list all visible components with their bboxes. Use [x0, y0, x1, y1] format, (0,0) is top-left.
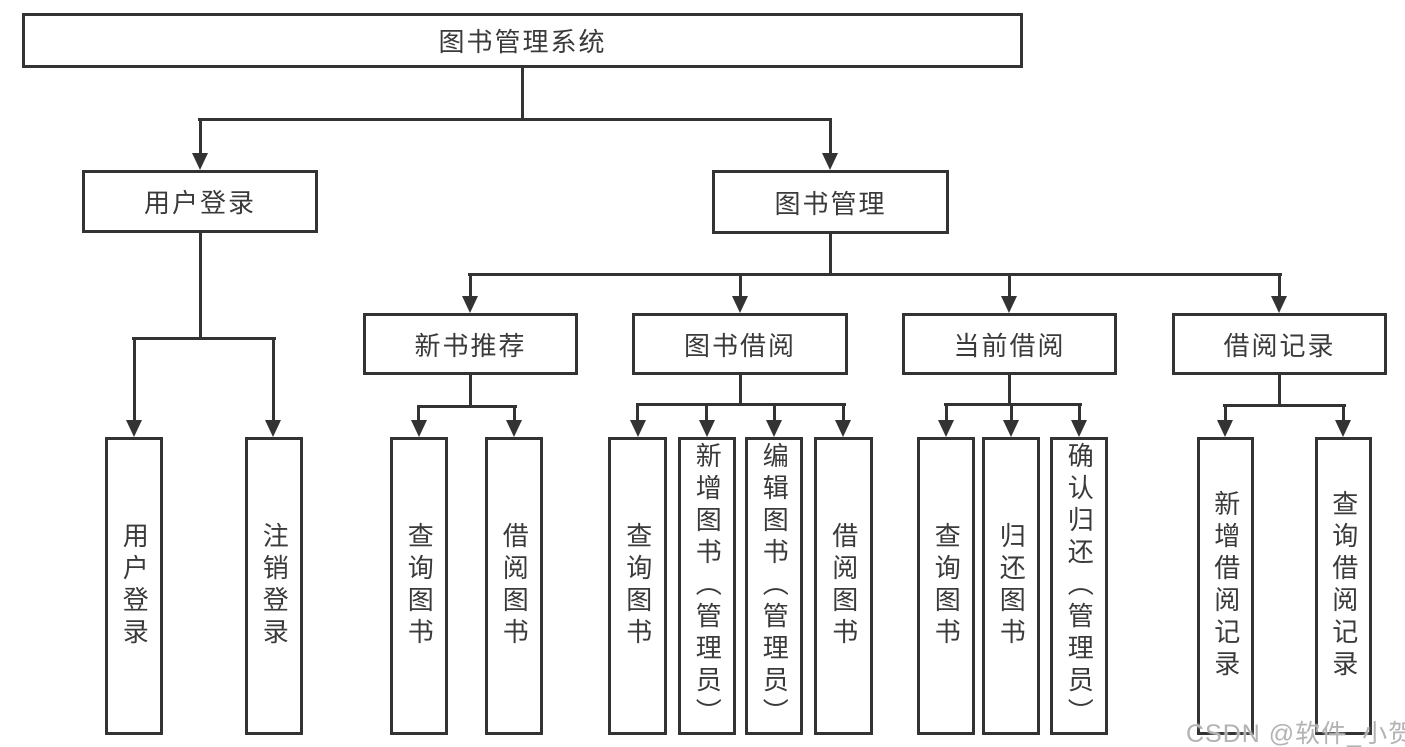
connector-line [636, 403, 639, 422]
connector-line [739, 273, 742, 298]
arrowhead-down-icon [938, 420, 954, 437]
arrowhead-down-icon [1003, 420, 1019, 437]
node-current-borrowing: 当前借阅 [902, 313, 1117, 375]
connector-line [469, 375, 472, 408]
node-leaf-return-books: 归还图书 [982, 437, 1040, 735]
connector-line [705, 403, 708, 422]
arrowhead-down-icon [1071, 420, 1087, 437]
node-label: 新增图书（管理员） [692, 442, 723, 730]
connector-line [521, 68, 524, 121]
connector-line [1278, 273, 1281, 298]
connector-line [199, 118, 202, 155]
node-label: 用户登录 [119, 522, 150, 650]
node-leaf-logout: 注销登录 [245, 437, 303, 735]
node-leaf-borrow-books: 借阅图书 [814, 437, 873, 735]
connector-line [1278, 375, 1281, 407]
arrowhead-down-icon [126, 420, 142, 437]
connector-line [199, 233, 202, 340]
node-label: 当前借阅 [953, 330, 1066, 361]
node-leaf-add-borrow-record: 新增借阅记录 [1197, 437, 1254, 735]
node-label: 用户登录 [143, 188, 256, 218]
node-user-login: 用户登录 [82, 170, 318, 233]
node-book-management: 图书管理 [712, 170, 949, 234]
node-leaf-query-books-borrowing: 查询图书 [608, 437, 667, 735]
connector-line [1223, 404, 1346, 407]
node-label: 查询图书 [622, 522, 653, 650]
connector-line [1078, 403, 1081, 422]
arrowhead-down-icon [835, 420, 851, 437]
connector-line [1008, 273, 1011, 298]
arrowhead-down-icon [265, 420, 281, 437]
connector-line [133, 337, 136, 422]
node-root: 图书管理系统 [22, 13, 1023, 68]
connector-line [945, 403, 948, 422]
node-root-label: 图书管理系统 [438, 27, 607, 57]
node-borrow-records: 借阅记录 [1172, 313, 1387, 375]
connector-line [132, 337, 276, 340]
node-label: 借阅图书 [499, 522, 530, 650]
connector-line [198, 118, 832, 121]
node-leaf-add-books-admin: 新增图书（管理员） [678, 437, 736, 735]
node-label: 新增借阅记录 [1210, 490, 1241, 682]
connector-line [417, 405, 420, 422]
connector-line [944, 403, 1082, 406]
node-label: 确认归还（管理员） [1064, 442, 1095, 730]
node-leaf-borrow-books-recommend: 借阅图书 [485, 437, 543, 735]
arrowhead-down-icon [462, 296, 478, 313]
connector-line [842, 403, 845, 422]
node-leaf-confirm-return-admin: 确认归还（管理员） [1050, 437, 1108, 735]
connector-line [469, 273, 472, 298]
node-label: 新书推荐 [414, 330, 527, 361]
arrowhead-down-icon [1001, 296, 1017, 313]
node-label: 注销登录 [259, 522, 290, 650]
arrowhead-down-icon [192, 153, 208, 170]
node-label: 归还图书 [996, 522, 1027, 650]
node-leaf-query-books-current: 查询图书 [917, 437, 975, 735]
arrowhead-down-icon [1217, 420, 1233, 437]
connector-line [1342, 404, 1345, 422]
arrowhead-down-icon [506, 420, 522, 437]
connector-line [1010, 403, 1013, 422]
node-leaf-query-borrow-record: 查询借阅记录 [1315, 437, 1372, 735]
node-leaf-query-books-recommend: 查询图书 [390, 437, 448, 735]
arrowhead-down-icon [732, 296, 748, 313]
connector-line [1008, 375, 1011, 406]
connector-line [829, 118, 832, 155]
node-label: 图书管理 [774, 188, 887, 219]
node-label: 编辑图书（管理员） [759, 442, 790, 730]
arrowhead-down-icon [822, 153, 838, 170]
connector-line [1224, 404, 1227, 422]
arrowhead-down-icon [411, 420, 427, 437]
watermark: CSDN @软件_小贺同学 [1186, 720, 1405, 747]
node-leaf-user-login: 用户登录 [105, 437, 163, 735]
node-leaf-edit-books-admin: 编辑图书（管理员） [745, 437, 803, 735]
node-label: 借阅记录 [1223, 330, 1336, 361]
node-label: 查询图书 [931, 522, 962, 650]
node-label: 借阅图书 [828, 522, 859, 650]
node-label: 图书借阅 [683, 330, 796, 361]
connector-line [513, 405, 516, 422]
arrowhead-down-icon [630, 420, 646, 437]
connector-line [468, 273, 1282, 276]
connector-line [272, 337, 275, 422]
node-label: 查询借阅记录 [1328, 490, 1359, 682]
arrowhead-down-icon [766, 420, 782, 437]
connector-line [417, 405, 517, 408]
arrowhead-down-icon [1335, 420, 1351, 437]
node-book-borrowing: 图书借阅 [632, 313, 848, 375]
connector-line [773, 403, 776, 422]
connector-line [636, 403, 846, 406]
node-label: 查询图书 [404, 522, 435, 650]
arrowhead-down-icon [1271, 296, 1287, 313]
node-new-book-recommend: 新书推荐 [363, 313, 578, 375]
connector-line [829, 234, 832, 276]
arrowhead-down-icon [699, 420, 715, 437]
connector-line [739, 375, 742, 406]
